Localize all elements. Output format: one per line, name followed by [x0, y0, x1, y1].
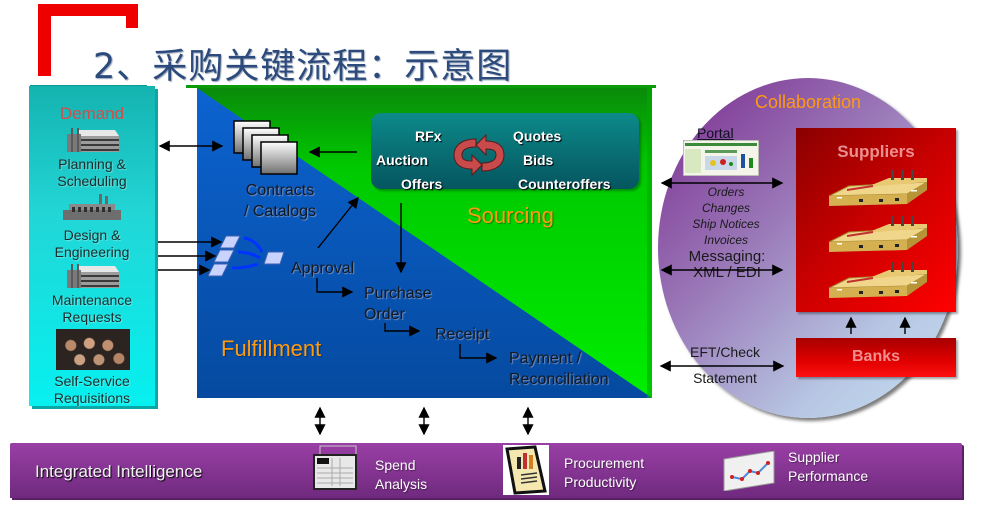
supplier-factory-icon [829, 170, 927, 206]
portal-label: Portal [697, 125, 734, 141]
contracts-documents-icon [233, 120, 298, 175]
sourcing-item-rfx: RFx [415, 128, 442, 144]
contracts-catalogs-label: Contracts/ Catalogs [243, 182, 317, 220]
eft-check-label: EFT/Check [689, 344, 760, 360]
step-receipt: Receipt [435, 326, 490, 343]
factory-icon [63, 194, 121, 220]
banks-box: Banks [796, 338, 956, 377]
sourcing-events-box [371, 113, 639, 189]
doc-invoices: Invoices [703, 233, 749, 247]
demand-panel: Demand Planning &Scheduling Design &Engi… [29, 86, 155, 406]
suppliers-label: Suppliers [837, 142, 915, 161]
doc-ship-notices: Ship Notices [692, 217, 760, 231]
messaging-label: Messaging:XML / EDI [688, 248, 766, 281]
people-crowd-photo [56, 329, 130, 370]
banks-label: Banks [851, 348, 901, 365]
demand-item-planning-label: Planning &Scheduling [57, 156, 127, 189]
step-payment-reconciliation: Payment /Reconciliation [509, 350, 609, 388]
intelligence-title: Integrated Intelligence [35, 462, 203, 481]
page-title: 2、采购关键流程：示意图 [93, 47, 513, 87]
demand-title: Demand [59, 104, 125, 123]
portal-screenshot-icon [683, 140, 759, 176]
office-building-icon [67, 264, 119, 288]
supplier-factory-icon [829, 216, 927, 252]
title-underline [186, 85, 656, 88]
fulfillment-label: Fulfillment [221, 336, 322, 361]
doc-orders: Orders [707, 185, 745, 199]
statement-label: Statement [693, 370, 757, 386]
supplier-factory-icon [829, 262, 927, 298]
requisition-documents-icon [208, 235, 285, 277]
step-approval: Approval [291, 260, 355, 277]
collaboration-title: Collaboration [755, 92, 862, 112]
sourcing-item-offers: Offers [401, 176, 443, 192]
demand-item-design-label: Design &Engineering [54, 227, 130, 260]
sourcing-label: Sourcing [467, 203, 554, 228]
title-bracket-decoration [38, 4, 138, 76]
sourcing-item-counteroffers: Counteroffers [518, 176, 611, 192]
office-building-icon [67, 128, 119, 152]
sourcing-item-auction: Auction [376, 152, 429, 168]
cycle-arrows-icon [453, 133, 505, 177]
spreadsheet-icon [313, 445, 357, 490]
report-book-icon [503, 445, 549, 495]
line-chart-icon [723, 451, 775, 491]
doc-changes: Changes [701, 201, 751, 215]
sourcing-item-bids: Bids [523, 152, 554, 168]
sourcing-item-quotes: Quotes [513, 128, 562, 144]
